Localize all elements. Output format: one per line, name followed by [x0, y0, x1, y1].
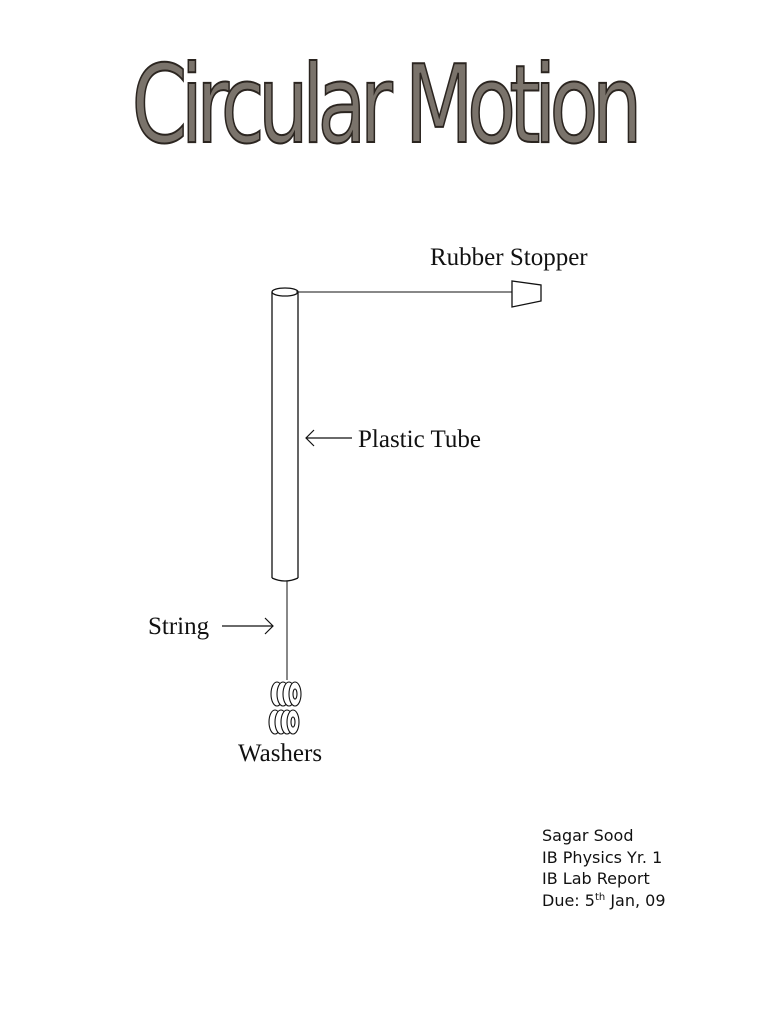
plastic-tube-label: Plastic Tube	[358, 426, 481, 453]
author-name: Sagar Sood	[542, 826, 634, 845]
plastic-tube	[271, 287, 299, 582]
title-container: Circular Motion	[0, 43, 768, 168]
due-date-suffix: Jan, 09	[605, 890, 666, 910]
due-date-superscript: th	[594, 891, 606, 903]
string-arrow	[222, 617, 274, 635]
washers-stack	[268, 681, 302, 735]
due-date: Due: 5th Jan, 09	[542, 890, 666, 912]
rubber-stopper	[511, 280, 542, 308]
page-title: Circular Motion	[131, 43, 643, 168]
due-date-prefix: Due: 5	[542, 890, 595, 910]
report-type: IB Lab Report	[542, 869, 650, 888]
course-name: IB Physics Yr. 1	[542, 847, 663, 867]
author-info: Sagar Sood IB Physics Yr. 1 IB Lab Repor…	[542, 825, 666, 911]
washers-label: Washers	[238, 740, 322, 767]
string-label: String	[148, 613, 210, 640]
plastic-tube-arrow	[305, 429, 352, 447]
rubber-stopper-label: Rubber Stopper	[430, 244, 588, 271]
